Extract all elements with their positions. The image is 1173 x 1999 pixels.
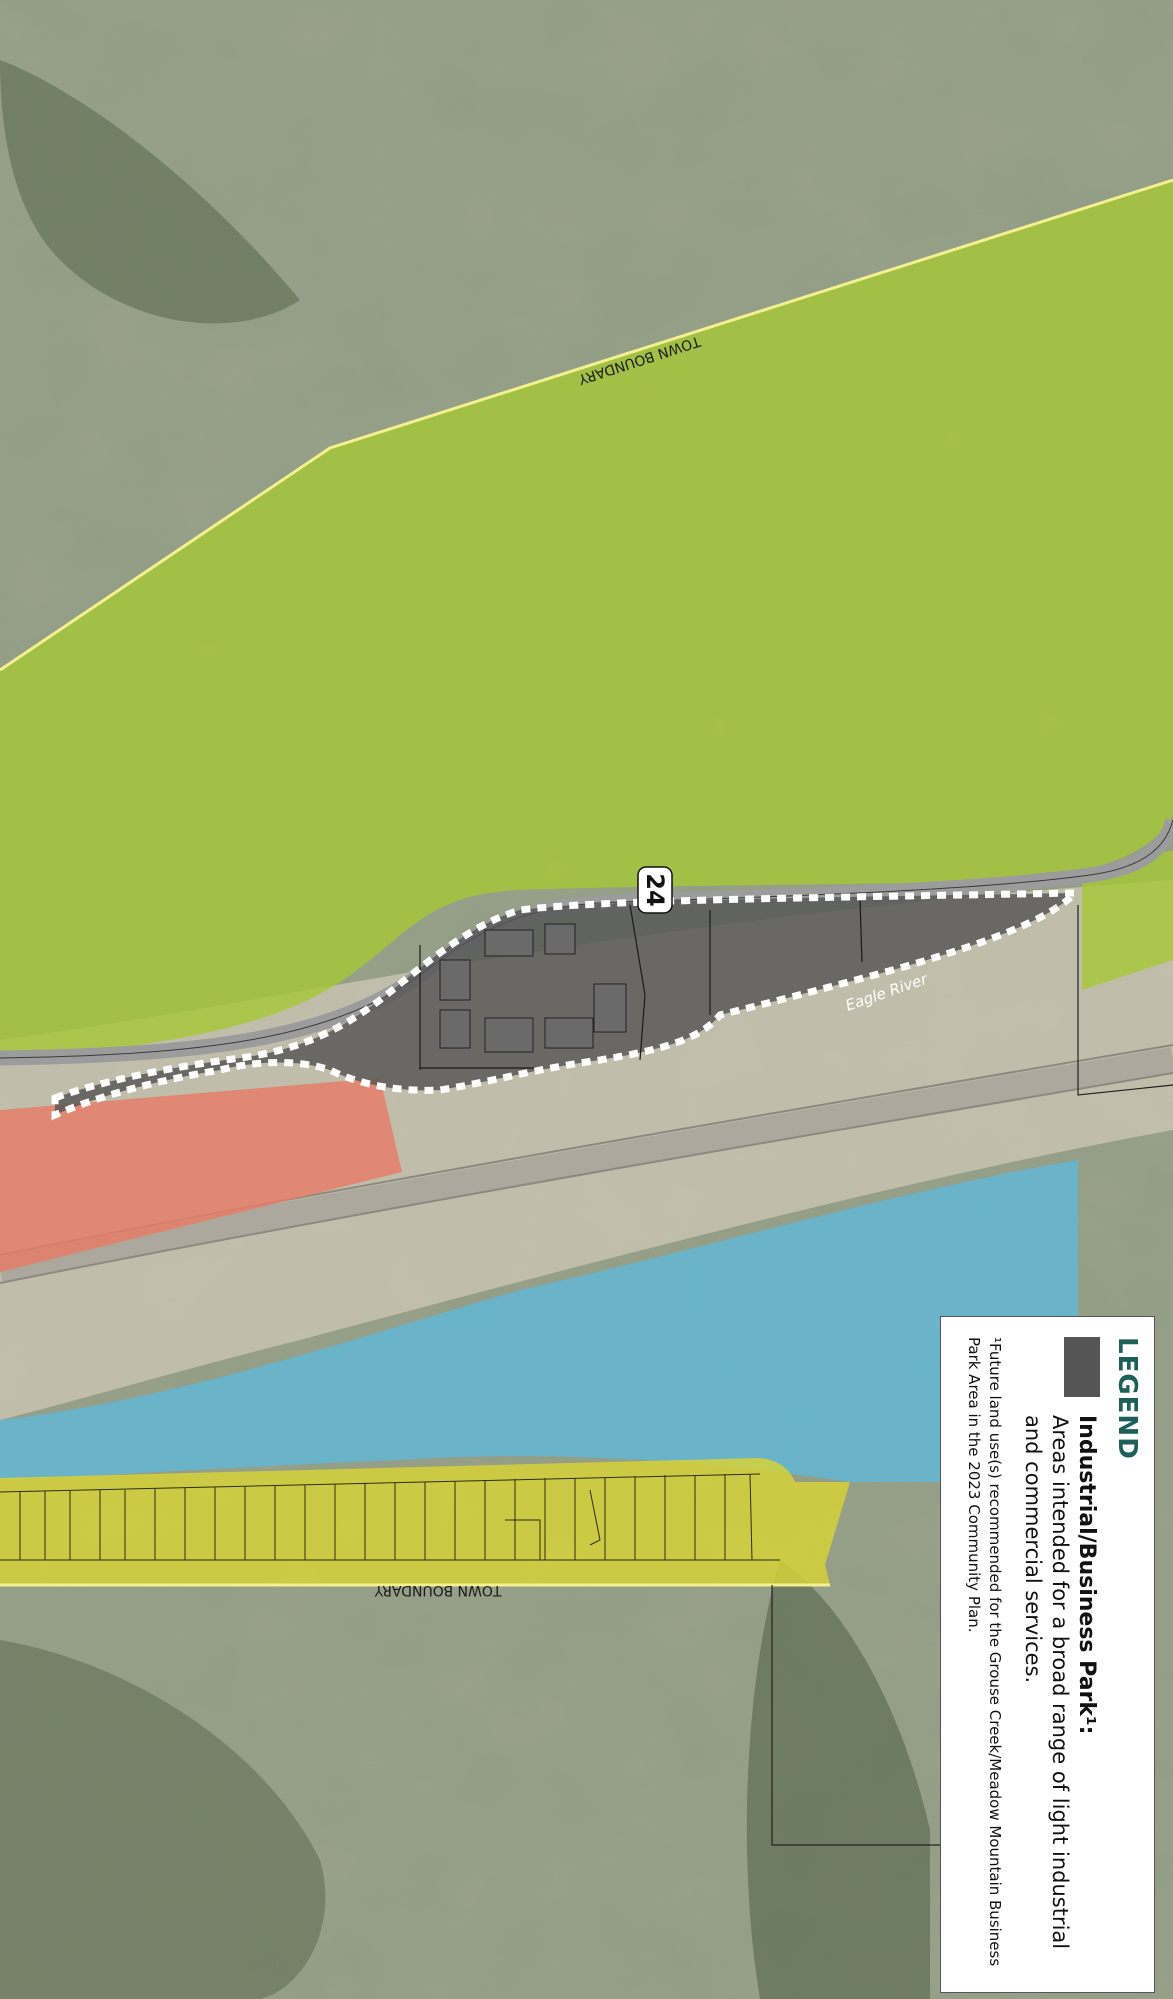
legend-item-description: Areas intended for a broad range of ligh… (1021, 1415, 1072, 1950)
industrial-swatch (1064, 1337, 1100, 1397)
residential-parcels (0, 1473, 780, 1561)
forest-patch-bottom (0, 1640, 326, 1999)
rail-corridor (0, 1047, 1173, 1283)
town-boundary-label-south: TOWN BOUNDARY (374, 1582, 502, 1598)
industrial-zone[interactable] (55, 893, 1075, 1115)
legend-footnote: ¹Future land use(s) recommended for the … (965, 1337, 1004, 1967)
parcel-outline-ne (1077, 905, 1173, 1096)
legend-item-industrial: Industrial/Business Park¹: Areas intende… (1019, 1337, 1100, 1972)
town-boundary-north (0, 178, 1173, 672)
industrial-buildings (439, 923, 627, 1053)
legend-title: LEGEND (1112, 1337, 1142, 1460)
business-park-boundary (51, 889, 1084, 1121)
highway-shield-label: 24 (641, 873, 669, 906)
legend-item-title: Industrial/Business Park¹: (1074, 1415, 1099, 1735)
highway-shield: 24 (637, 866, 673, 914)
legend-panel: LEGEND Industrial/Business Park¹: Areas … (940, 1316, 1155, 1993)
parcel-outline-east (771, 1585, 940, 1846)
legend-content: LEGEND Industrial/Business Park¹: Areas … (941, 1317, 1154, 1992)
rail-track-2 (0, 1072, 1173, 1284)
highway-24-edge (0, 819, 1173, 1059)
legend-item-text: Industrial/Business Park¹: Areas intende… (1019, 1415, 1100, 1975)
commercial-zone[interactable] (0, 1078, 402, 1272)
open-space-zone-east[interactable] (1082, 850, 1173, 990)
industrial-parcels (419, 899, 863, 1070)
forest-patch-top (0, 60, 300, 324)
open-space-zone[interactable] (0, 180, 1173, 1060)
public-zone[interactable] (0, 1160, 1078, 1482)
forest-patch-right (746, 1560, 930, 1999)
